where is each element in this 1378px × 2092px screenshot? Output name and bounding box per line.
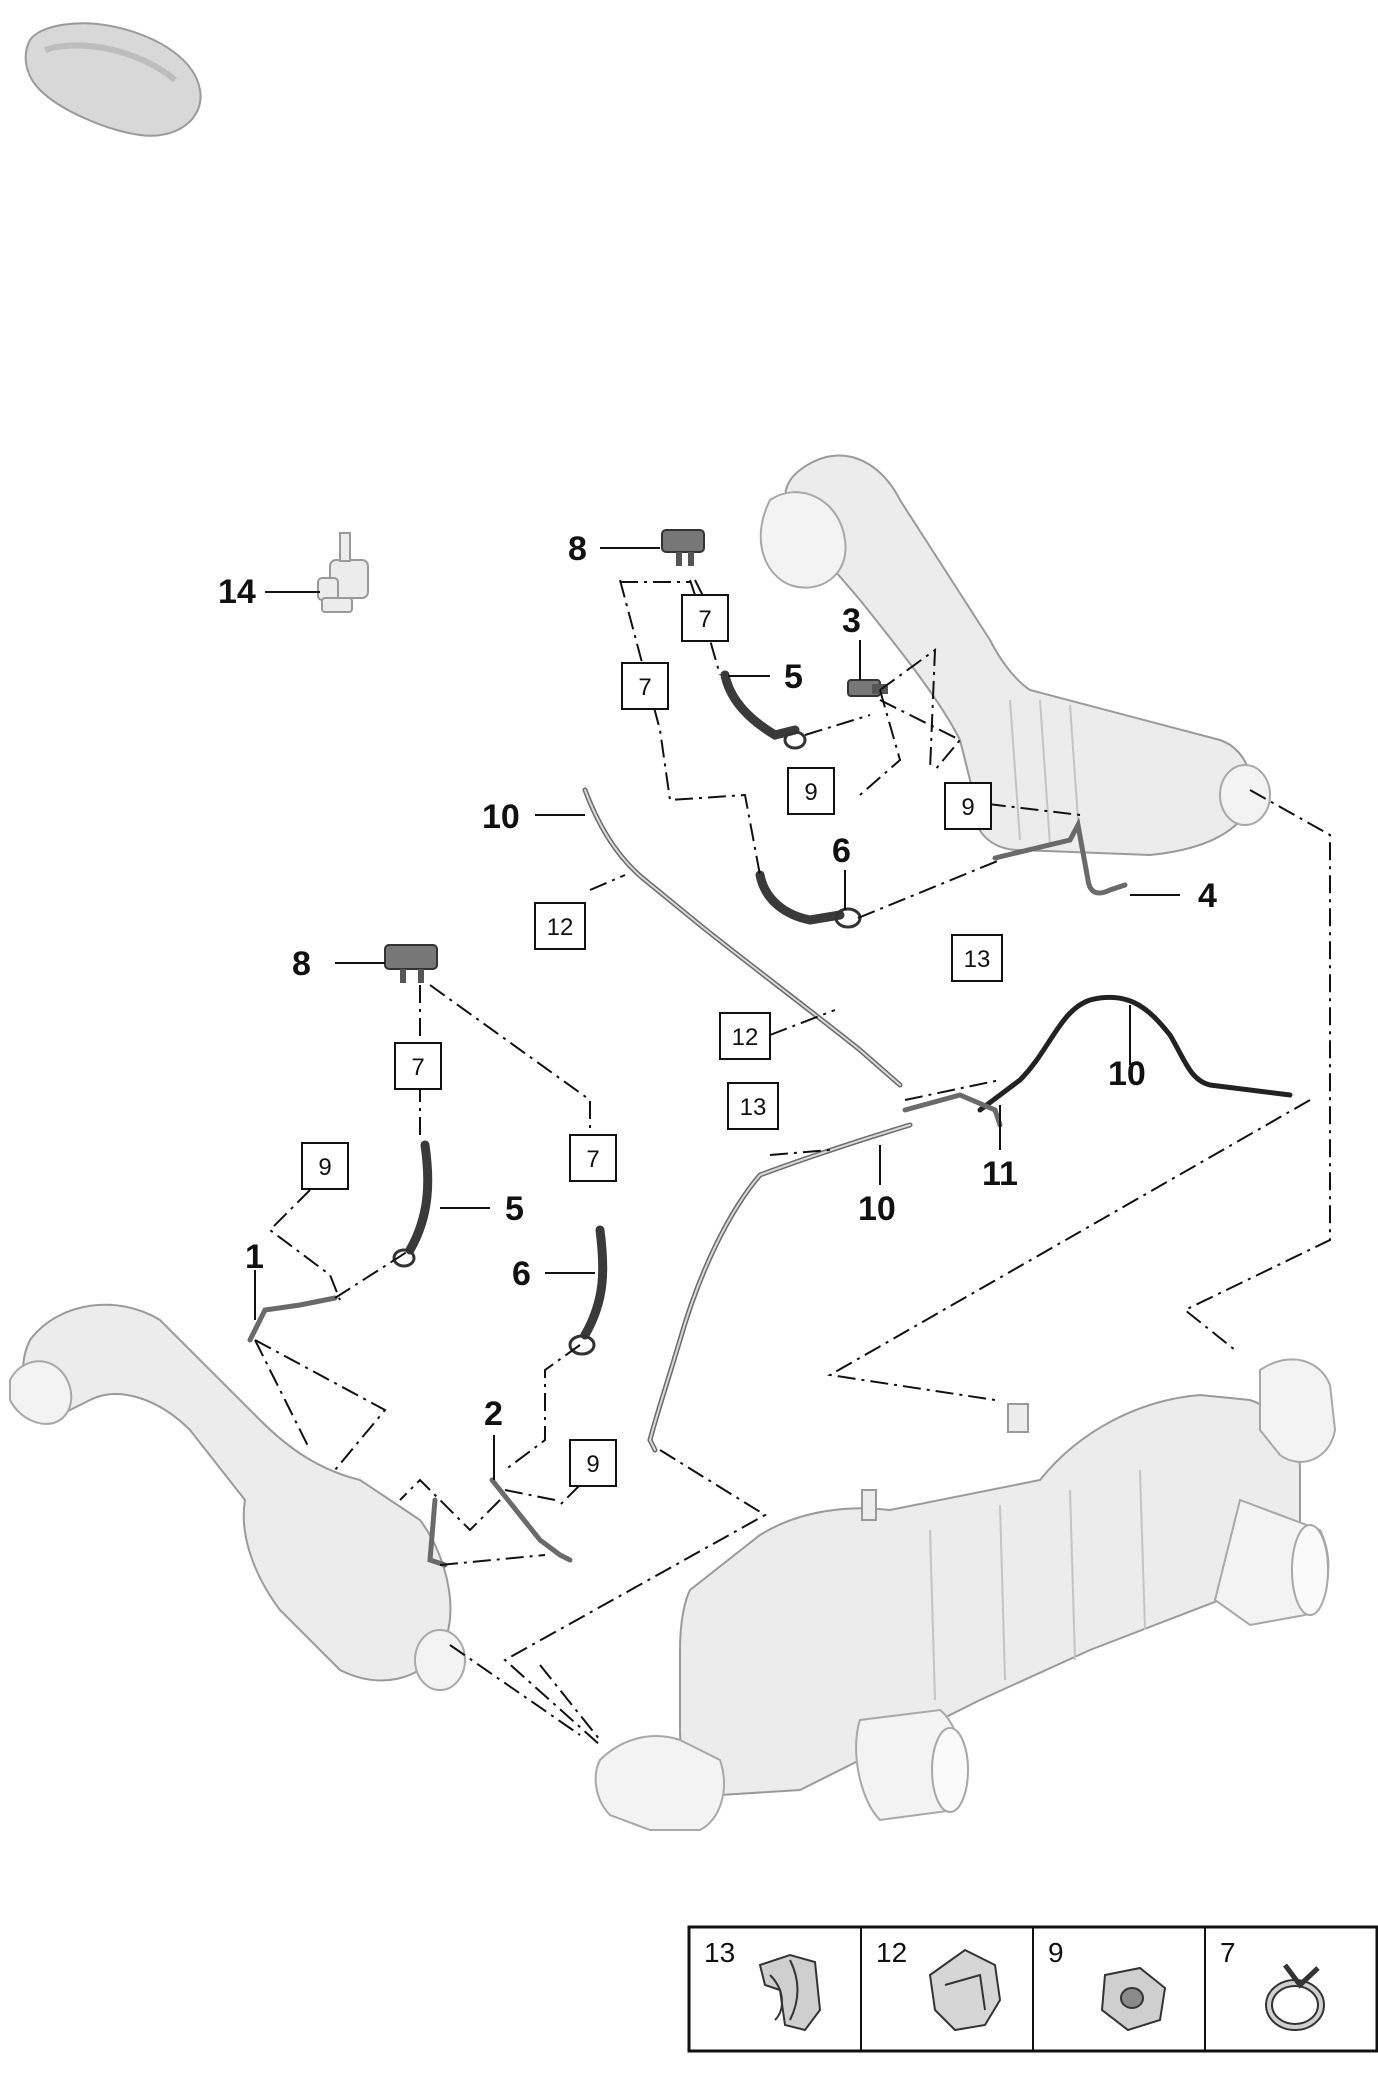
hose-clamp-5-lower (392, 1248, 416, 1268)
callout-5-upper: 5 (784, 658, 803, 696)
boxed-ref-label: 7 (586, 1146, 599, 1173)
boxed-ref-7-a: 7 (681, 594, 729, 642)
callout-5-lower: 5 (505, 1190, 524, 1228)
boxed-ref-label: 12 (547, 914, 574, 941)
legend-number: 9 (1048, 1937, 1064, 1968)
legend-cell-9: 9 (1048, 1937, 1167, 2032)
callout-8-lower: 8 (292, 945, 311, 983)
pressure-pipe-1 (247, 1295, 338, 1343)
boxed-ref-9-c: 9 (301, 1142, 349, 1190)
legend-cell-7: 7 (1220, 1937, 1325, 2031)
boxed-ref-7-c: 7 (394, 1042, 442, 1090)
callout-10-lower: 10 (858, 1190, 896, 1228)
callout-1: 1 (245, 1238, 264, 1276)
boxed-ref-label: 9 (586, 1451, 599, 1478)
callout-8-upper: 8 (568, 530, 587, 568)
boxed-ref-13-b: 13 (727, 1082, 779, 1130)
callout-2: 2 (484, 1395, 503, 1433)
boxed-ref-label: 7 (411, 1054, 424, 1081)
pressure-sensor-upper (661, 529, 705, 566)
line-10-right (977, 994, 1293, 1113)
boxed-ref-label: 13 (964, 946, 991, 973)
vehicle-thumbnail (24, 22, 202, 137)
boxed-ref-label: 9 (961, 794, 974, 821)
callout-11: 11 (982, 1155, 1018, 1193)
pressure-pipe-lower-link (427, 1497, 448, 1568)
rear-silencer-part (594, 1358, 1337, 1831)
boxed-ref-7-b: 7 (621, 662, 669, 710)
holder-clip-icon (928, 1948, 1002, 2032)
legend-table: 13 12 9 7 (687, 1925, 1378, 2053)
boxed-ref-label: 7 (638, 674, 651, 701)
boxed-ref-label: 12 (732, 1024, 759, 1051)
callout-10-right: 10 (1108, 1055, 1146, 1093)
callout-6-lower: 6 (512, 1255, 531, 1293)
boxed-ref-13-a: 13 (951, 934, 1003, 982)
pressure-sensor-lower (384, 944, 438, 983)
boxed-ref-9-d: 9 (569, 1439, 617, 1487)
callout-10-upper: 10 (482, 798, 520, 836)
boxed-ref-9-a: 9 (787, 767, 835, 815)
legend-number: 7 (1220, 1937, 1236, 1968)
pressure-pipe-4 (992, 817, 1128, 896)
boxed-ref-12-b: 12 (719, 1012, 771, 1060)
hose-clamp-5-upper (783, 730, 807, 750)
hose-clamp-6-lower (568, 1334, 596, 1356)
boxed-ref-label: 7 (698, 606, 711, 633)
upper-catalytic-converter-part (759, 454, 1271, 857)
hose-6-upper (755, 870, 845, 925)
legend-cell-13: 13 (704, 1937, 822, 2032)
boxed-ref-label: 9 (318, 1154, 331, 1181)
hex-nut-icon (1100, 1966, 1167, 2032)
connector-11 (902, 1092, 1003, 1128)
boxed-ref-7-d: 7 (569, 1134, 617, 1182)
lower-catalytic-converter-part (9, 1303, 466, 1691)
line-10-lower (647, 1122, 913, 1453)
pressure-pipe-2 (489, 1477, 573, 1563)
callout-3: 3 (842, 602, 861, 640)
legend-number: 12 (876, 1937, 907, 1968)
callout-4: 4 (1198, 877, 1217, 915)
clip-icon (758, 1953, 822, 2032)
hose-6-lower (580, 1225, 608, 1340)
boxed-ref-label: 13 (740, 1094, 767, 1121)
legend-number: 13 (704, 1937, 735, 1968)
hose-clamp-icon (1265, 1963, 1325, 2031)
boxed-ref-12-a: 12 (534, 902, 586, 950)
boxed-ref-label: 9 (804, 779, 817, 806)
leader-lines (254, 547, 1180, 1480)
hose-5-upper (720, 670, 800, 740)
boxed-ref-9-b: 9 (944, 782, 992, 830)
callout-6-upper: 6 (832, 832, 851, 870)
vacuum-valve-part (317, 532, 369, 613)
hose-5-lower (405, 1140, 433, 1255)
legend-cell-12: 12 (876, 1937, 1002, 2032)
callout-14: 14 (218, 573, 256, 611)
